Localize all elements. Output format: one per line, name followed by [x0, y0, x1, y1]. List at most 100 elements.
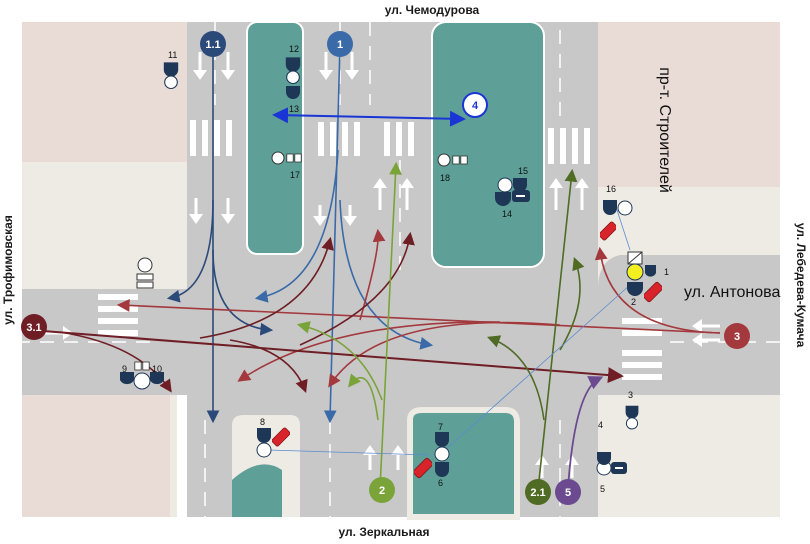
- island-sw-green: [232, 464, 282, 517]
- building-nw: [22, 22, 187, 162]
- signal-number: 6: [438, 478, 443, 488]
- lane-arrow-e2: [692, 333, 720, 347]
- lane-arrow-n4: [345, 52, 359, 80]
- signal-number: 2: [631, 297, 636, 307]
- crosswalk-east: [622, 318, 662, 380]
- flow-1-1-left: [212, 249, 274, 336]
- signal-2: [627, 282, 643, 296]
- signal-17: [271, 151, 302, 165]
- svg-text:5: 5: [565, 487, 571, 499]
- signal-number: 4: [598, 420, 603, 430]
- flow-2-1-right: [559, 257, 585, 351]
- signal-9-10: [120, 361, 164, 390]
- flow-2-left: [296, 321, 383, 401]
- signal-number: 16: [606, 184, 616, 194]
- lane-arrow-n2: [221, 52, 235, 80]
- flow-1-right: [254, 149, 339, 303]
- lane-arrow-n3: [319, 52, 333, 80]
- flow-1-1-right: [166, 199, 214, 303]
- signal-west: [136, 257, 154, 289]
- flow-3-1-left-a: [199, 236, 334, 339]
- svg-text:2.1: 2.1: [530, 487, 545, 499]
- signal-13: [286, 86, 300, 99]
- signal-links: [267, 209, 631, 456]
- route-badges: 1.1 1 4 3 3.1 2 2.1 5: [21, 31, 750, 505]
- route-badge-2-1[interactable]: 2.1: [525, 479, 551, 505]
- signal-number: 18: [440, 173, 450, 183]
- lane-arrow-ne1: [549, 178, 563, 210]
- signal-15: [497, 177, 527, 193]
- lane-arrow-nm1: [313, 205, 327, 226]
- signal-number: 15: [518, 166, 528, 176]
- route-badge-3[interactable]: 3: [724, 323, 750, 349]
- signal-16: [603, 200, 633, 216]
- flow-3-1-left-b: [299, 231, 415, 346]
- building-sw: [22, 380, 170, 517]
- signal-7-6: [434, 432, 450, 477]
- route-badge-1[interactable]: 1: [327, 31, 353, 57]
- lane-arrow-e1: [692, 319, 720, 333]
- flow-3-right: [594, 246, 721, 334]
- flow-2-1-left: [487, 335, 545, 421]
- route-badge-1-1[interactable]: 1.1: [200, 31, 226, 57]
- signal-number: 17: [290, 170, 300, 180]
- route-badge-2[interactable]: 2: [369, 477, 395, 503]
- svg-text:4: 4: [472, 100, 479, 112]
- street-label-left: ул. Трофимовская: [1, 215, 15, 325]
- signal-number: 9: [122, 364, 127, 374]
- route-badge-3-1[interactable]: 3.1: [21, 314, 47, 340]
- lane-arrow-nm2: [343, 205, 357, 226]
- signal-number: 5: [600, 484, 605, 494]
- sidewalk-se: [598, 395, 780, 517]
- signal-number: 12: [289, 44, 299, 54]
- street-label-avenue: пр-т. Строителей: [656, 67, 673, 193]
- street-label-east: ул. Антонова: [684, 284, 780, 301]
- building-ne: [598, 22, 780, 187]
- flow-3-1-left-c: [229, 339, 308, 393]
- lane-arrow-mid2: [400, 178, 414, 210]
- svg-text:3.1: 3.1: [26, 322, 41, 334]
- signal-1: [626, 251, 656, 281]
- flow-2-u: [347, 373, 379, 421]
- traffic-flows: [29, 43, 721, 491]
- crosswalks: [98, 120, 662, 380]
- signal-number: 1: [664, 267, 669, 277]
- lane-arrows: [45, 52, 720, 478]
- traffic-signals: [120, 56, 662, 480]
- signal-number: 13: [289, 104, 299, 114]
- route-badge-5[interactable]: 5: [555, 479, 581, 505]
- street-label-right: ул. Лебедева-Кумача: [794, 223, 808, 348]
- lane-arrow-s2: [391, 445, 405, 470]
- lane-arrow-n1: [193, 52, 207, 80]
- route-badge-4[interactable]: 4: [462, 92, 488, 118]
- median-north-right: [431, 21, 545, 268]
- flow-5: [567, 376, 604, 489]
- signal-numbers: 11 12 13 17 18 15 14 16 1 2 9 10 8 7 6 3…: [122, 44, 669, 494]
- signal-number: 3: [628, 390, 633, 400]
- lane-arrow-ne2: [575, 178, 589, 210]
- svg-text:2: 2: [379, 485, 385, 497]
- signal-5: [596, 452, 627, 476]
- crosswalk-north-left: [190, 120, 232, 156]
- signal-number: 10: [152, 364, 162, 374]
- signal-number: 11: [168, 50, 177, 60]
- flow-2-straight: [379, 161, 402, 489]
- median-north-left: [246, 21, 304, 255]
- flow-3-1-straight: [29, 329, 624, 384]
- street-label-top: ул. Чемодурова: [385, 3, 480, 17]
- signal-8: [256, 428, 272, 458]
- svg-text:3: 3: [734, 331, 740, 343]
- flow-1-straight: [323, 43, 341, 424]
- signal-number: 14: [502, 209, 512, 219]
- flow-4-pedestrian: [272, 107, 466, 127]
- flow-3-straight: [116, 299, 721, 334]
- svg-text:1.1: 1.1: [205, 39, 220, 51]
- svg-text:1: 1: [337, 39, 343, 51]
- crosswalk-north-mid: [318, 122, 414, 156]
- lane-arrow-nl2: [221, 198, 235, 224]
- lane-arrow-mid1: [373, 178, 387, 210]
- flow-3-left-a: [328, 321, 561, 388]
- street-label-bottom: ул. Зеркальная: [339, 525, 430, 539]
